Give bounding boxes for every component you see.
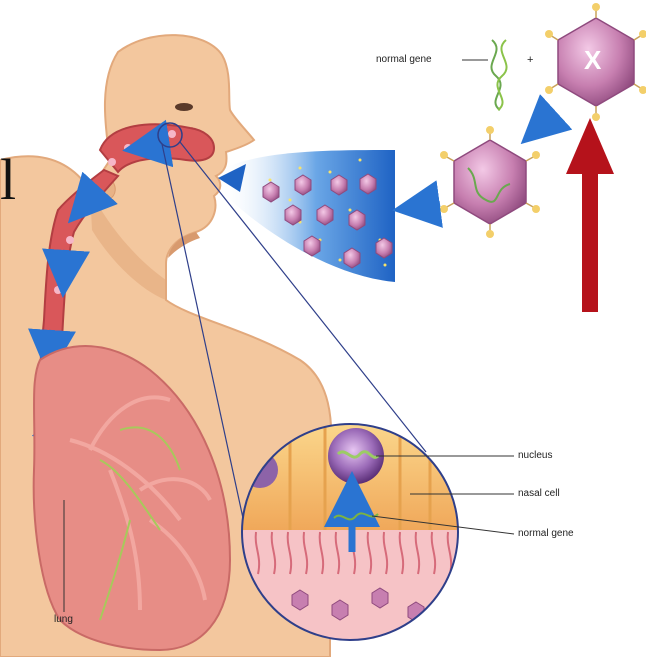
- label-nucleus: nucleus: [518, 450, 552, 462]
- red-arrow-up: [566, 118, 614, 312]
- label-nasal-cell: nasal cell: [518, 488, 560, 500]
- blue-arrow-left: [410, 204, 440, 208]
- eye: [175, 103, 193, 111]
- label-plus: +: [527, 54, 533, 66]
- virus-x-mark: X: [584, 46, 601, 74]
- label-lung: lung: [54, 614, 73, 626]
- label-normal-gene-inset: normal gene: [518, 528, 574, 540]
- blue-arrow-down: [534, 112, 556, 132]
- dna-helix-top: [491, 40, 506, 110]
- label-normal-gene-top: normal gene: [376, 54, 432, 66]
- virus-loaded: [440, 126, 540, 238]
- spray-plume: [220, 150, 395, 282]
- edge-text-fragment: l: [0, 150, 16, 210]
